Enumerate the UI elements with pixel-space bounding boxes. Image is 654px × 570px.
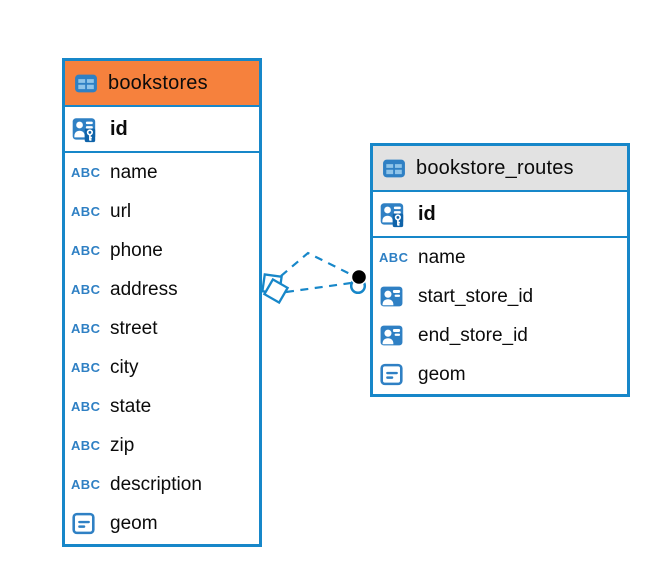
column-name: id <box>418 202 436 225</box>
text-type-icon: ABC <box>71 321 101 336</box>
text-type-icon: ABC <box>71 282 101 297</box>
reference-icon <box>379 284 411 309</box>
table-icon <box>72 71 100 96</box>
text-type-icon: ABC <box>71 243 101 258</box>
text-type-icon: ABC <box>71 399 101 414</box>
column-name: phone <box>110 239 163 261</box>
column-row-name[interactable]: ABC name <box>65 153 259 192</box>
column-row-id[interactable]: id <box>373 192 627 236</box>
table-bookstores[interactable]: bookstores id ABC name ABC url ABC phone… <box>62 58 262 547</box>
column-row-state[interactable]: ABC state <box>65 387 259 426</box>
table-title: bookstores <box>108 71 208 94</box>
key-section: id <box>373 192 627 238</box>
column-name: description <box>110 473 202 495</box>
column-row-address[interactable]: ABC address <box>65 270 259 309</box>
column-row-end_store_id[interactable]: end_store_id <box>373 316 627 355</box>
column-name: street <box>110 317 158 339</box>
column-row-url[interactable]: ABC url <box>65 192 259 231</box>
column-name: name <box>418 246 466 268</box>
column-row-start_store_id[interactable]: start_store_id <box>373 277 627 316</box>
column-row-id[interactable]: id <box>65 107 259 151</box>
text-type-icon: ABC <box>71 438 101 453</box>
relationship-diamond-marker[interactable] <box>261 273 290 305</box>
text-type-icon: ABC <box>379 250 409 265</box>
table-header[interactable]: bookstore_routes <box>373 146 627 192</box>
geometry-icon <box>71 511 103 536</box>
column-name: address <box>110 278 178 300</box>
column-row-city[interactable]: ABC city <box>65 348 259 387</box>
table-title: bookstore_routes <box>416 156 574 179</box>
text-type-icon: ABC <box>71 477 101 492</box>
column-name: state <box>110 395 152 417</box>
column-row-phone[interactable]: ABC phone <box>65 231 259 270</box>
column-name: city <box>110 356 139 378</box>
column-name: end_store_id <box>418 324 528 346</box>
column-name: name <box>110 161 158 183</box>
column-section: ABC name start_store_id end_store_id geo… <box>373 238 627 394</box>
text-type-icon: ABC <box>71 165 101 180</box>
column-name: zip <box>110 434 135 456</box>
key-section: id <box>65 107 259 153</box>
column-name: id <box>110 117 128 140</box>
relationship-line-lower[interactable] <box>285 281 352 294</box>
table-header[interactable]: bookstores <box>65 61 259 107</box>
table-bookstore-routes[interactable]: bookstore_routes id ABC name start_store… <box>370 143 630 397</box>
text-type-icon: ABC <box>71 360 101 375</box>
column-row-geom[interactable]: geom <box>65 504 259 543</box>
column-row-geom[interactable]: geom <box>373 355 627 394</box>
column-name: geom <box>110 512 158 534</box>
relationship-dot-marker[interactable] <box>350 268 368 286</box>
column-name: start_store_id <box>418 285 534 307</box>
geometry-icon <box>379 362 411 387</box>
column-row-name[interactable]: ABC name <box>373 238 627 277</box>
primary-key-icon <box>71 116 103 143</box>
column-section: ABC name ABC url ABC phone ABC address A… <box>65 153 259 543</box>
column-row-description[interactable]: ABC description <box>65 465 259 504</box>
reference-icon <box>379 323 411 348</box>
primary-key-icon <box>379 201 411 228</box>
column-name: url <box>110 200 132 222</box>
column-row-zip[interactable]: ABC zip <box>65 426 259 465</box>
table-icon <box>380 156 408 181</box>
relationship-line-upper[interactable] <box>280 251 355 277</box>
column-name: geom <box>418 363 466 385</box>
column-row-street[interactable]: ABC street <box>65 309 259 348</box>
text-type-icon: ABC <box>71 204 101 219</box>
relationship-connector[interactable] <box>261 251 368 305</box>
